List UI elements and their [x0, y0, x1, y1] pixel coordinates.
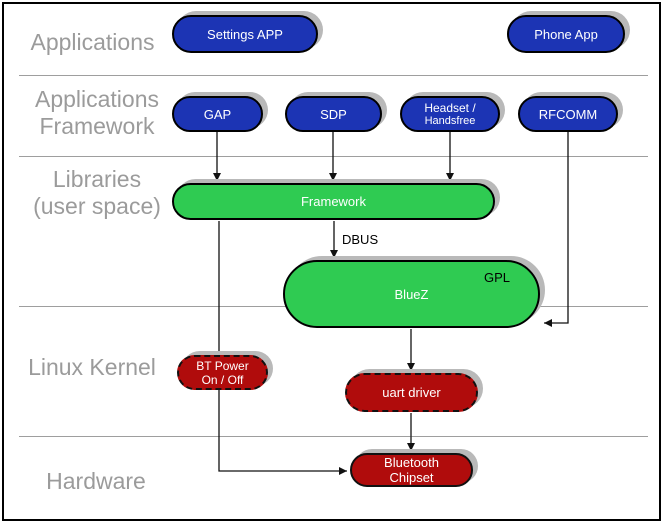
node-label-line2: Chipset	[389, 470, 434, 485]
layer-label-line1: Libraries	[52, 166, 142, 192]
layer-label-text: Applications	[30, 29, 155, 55]
node-label: uart driver	[382, 385, 441, 400]
divider-applications	[19, 75, 648, 76]
layer-label-line1: Applications	[34, 86, 160, 112]
node-headset-handsfree: Headset / Handsfree	[400, 96, 500, 132]
node-label: BlueZ	[394, 286, 429, 302]
layer-label-linux-kernel: Linux Kernel	[18, 354, 166, 381]
gpl-license-badge: GPL	[483, 270, 510, 285]
layer-label-hardware: Hardware	[28, 468, 164, 495]
node-label: Phone App	[534, 26, 598, 42]
layer-label-text: Linux Kernel	[28, 354, 156, 380]
edge-framework-to-chipset	[218, 221, 347, 475]
edge-rfcomm-to-bluez	[544, 132, 569, 327]
node-uart-driver: uart driver	[345, 373, 478, 412]
node-settings-app: Settings APP	[172, 15, 318, 53]
node-rfcomm: RFCOMM	[518, 96, 618, 132]
node-label-line1: Headset /	[424, 100, 476, 115]
node-bt-power-on-off: BT Power On / Off	[177, 355, 268, 390]
node-label: GAP	[203, 106, 232, 122]
layer-label-text: Hardware	[46, 468, 146, 494]
node-label-line2: Handsfree	[424, 114, 476, 127]
layer-label-applications: Applications	[20, 29, 165, 56]
layer-label-line2: (user space)	[33, 193, 161, 219]
node-label: SDP	[320, 106, 347, 122]
node-label: RFCOMM	[538, 106, 598, 122]
node-sdp: SDP	[285, 96, 382, 132]
node-framework: Framework	[172, 183, 495, 220]
node-phone-app: Phone App	[507, 15, 625, 53]
layer-label-line2: Framework	[39, 113, 155, 139]
dbus-edge-label: DBUS	[342, 232, 379, 247]
node-label: Settings APP	[207, 26, 283, 42]
node-label: Framework	[300, 194, 366, 209]
layer-label-libraries: Libraries (user space)	[12, 166, 182, 220]
layer-label-applications-framework: Applications Framework	[18, 86, 176, 140]
node-label-line1: BT Power	[196, 358, 249, 373]
node-label-line2: On / Off	[201, 372, 244, 387]
node-bluetooth-chipset: Bluetooth Chipset	[350, 453, 473, 487]
node-gap: GAP	[172, 96, 263, 132]
node-bluez: GPL BlueZ	[283, 260, 540, 328]
divider-linux-kernel	[19, 436, 648, 437]
node-label-line1: Bluetooth	[384, 455, 439, 470]
